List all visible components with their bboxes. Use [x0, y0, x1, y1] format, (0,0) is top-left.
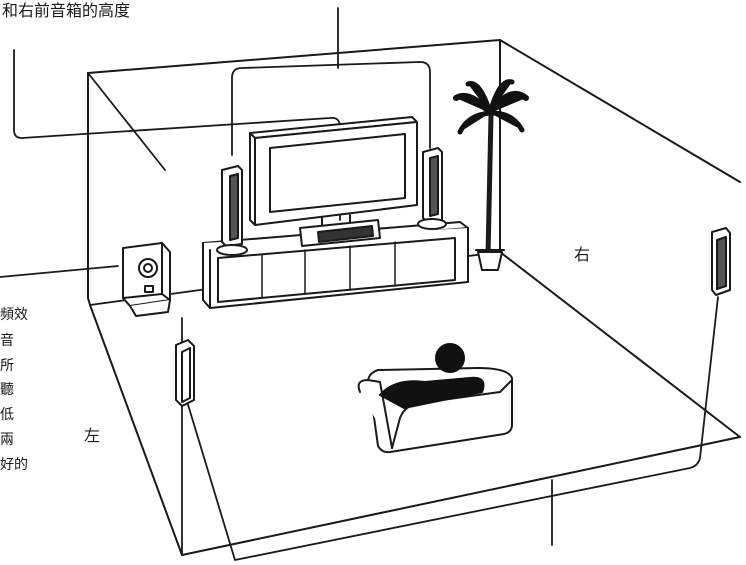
television — [249, 116, 418, 229]
right-side-label: 右 — [574, 245, 591, 264]
front-left-speaker — [216, 165, 248, 256]
left-side-note: 頻效 音 所 聽 低 兩 好的 — [0, 308, 60, 508]
left-note-line: 音 — [0, 333, 14, 349]
sofa-with-listener — [357, 343, 513, 454]
left-note-line: 低 — [0, 407, 14, 423]
left-note-line: 聽 — [0, 382, 14, 398]
left-note-line: 好的 — [0, 457, 28, 473]
left-note-line: 兩 — [0, 432, 14, 448]
palm-tree — [453, 79, 529, 271]
surround-left-speaker — [175, 339, 195, 407]
center-speaker — [299, 219, 381, 247]
left-side-label: 左 — [84, 426, 101, 445]
left-note-line: 所 — [0, 358, 14, 374]
callout-lines — [0, 7, 719, 561]
front-right-speaker — [417, 147, 447, 230]
surround-right-speaker — [711, 227, 731, 296]
header-callout-text: 和右前音箱的高度 — [2, 1, 131, 20]
left-note-line: 頻效 — [0, 307, 28, 323]
subwoofer — [122, 242, 171, 317]
